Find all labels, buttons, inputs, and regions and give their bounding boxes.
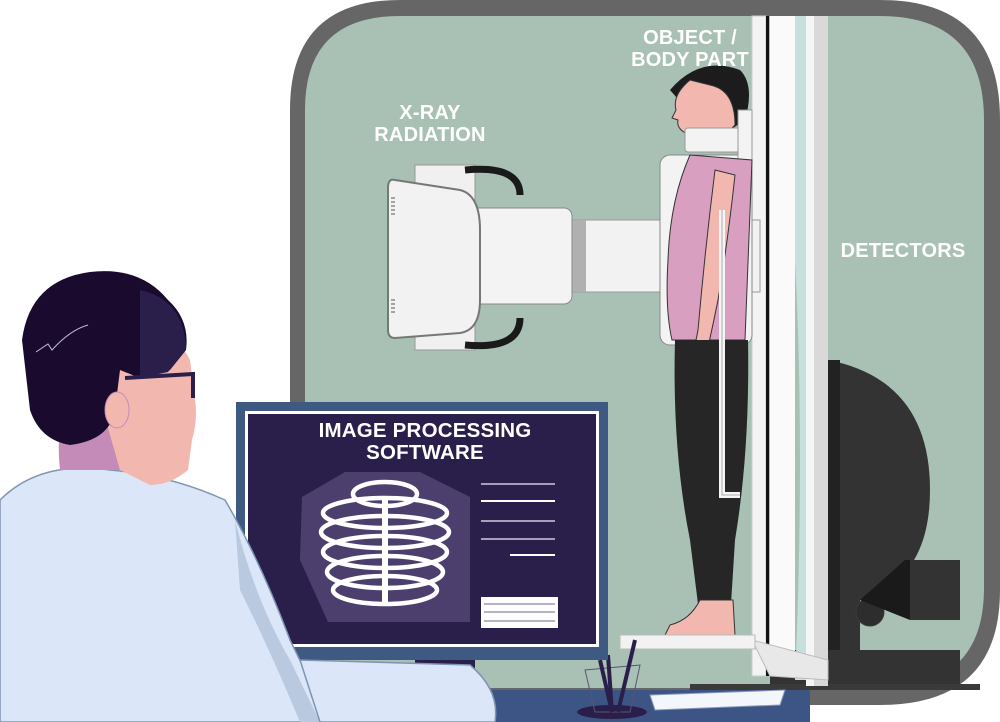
detectors-label: DETECTORS: [828, 240, 978, 263]
object-body-part-label-line2: BODY PART: [631, 48, 749, 71]
xray-radiation-label-line1: X-RAY: [399, 102, 461, 124]
operator: [0, 271, 497, 722]
object-body-part-label-line1: OBJECT /: [643, 27, 737, 49]
object-body-part-label: OBJECT / BODY PART: [610, 27, 770, 71]
xray-tube-head: [387, 164, 524, 351]
detectors-label-text: DETECTORS: [840, 240, 966, 262]
software-label-line2: SOFTWARE: [366, 441, 484, 465]
xray-radiation-label: X-RAY RADIATION: [360, 102, 500, 146]
desk: [470, 639, 810, 722]
monitor: [236, 402, 608, 690]
xray-radiation-label-line2: RADIATION: [374, 123, 486, 146]
software-label-line1: IMAGE PROCESSING: [318, 419, 532, 442]
patient: [619, 65, 756, 650]
image-processing-software-label: IMAGE PROCESSING SOFTWARE: [290, 419, 560, 465]
detector-column: [751, 15, 829, 686]
rib-cage-image: [318, 479, 452, 607]
